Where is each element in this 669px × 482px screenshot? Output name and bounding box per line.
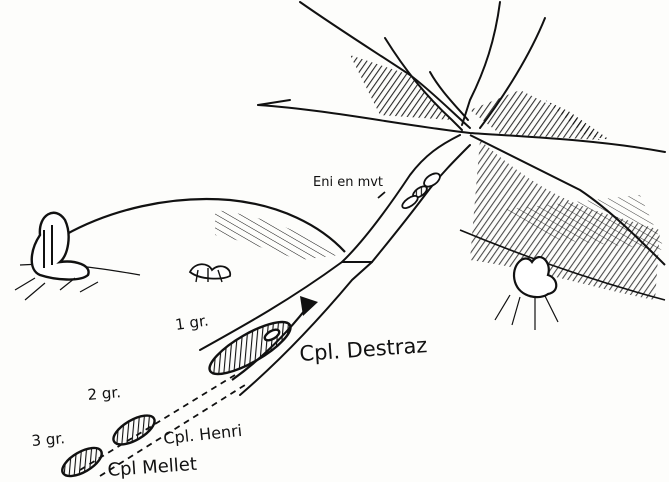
group-1-marker bbox=[203, 313, 297, 383]
label-cpl-destraz: Cpl. Destraz bbox=[299, 333, 428, 366]
label-cpl-mellet: Cpl Mellet bbox=[107, 454, 198, 481]
enemy-markers bbox=[378, 171, 442, 211]
bush-center bbox=[190, 264, 230, 282]
label-enemy: Eni en mvt bbox=[313, 175, 383, 190]
group-3-marker bbox=[58, 442, 106, 481]
label-group-3: 3 gr. bbox=[31, 429, 66, 450]
bush-right bbox=[495, 257, 558, 330]
label-group-2: 2 gr. bbox=[87, 383, 122, 404]
mountain-ridges bbox=[258, 2, 665, 152]
label-cpl-henri: Cpl. Henri bbox=[162, 421, 243, 448]
label-group-1: 1 gr. bbox=[174, 311, 210, 333]
right-hill bbox=[460, 135, 665, 300]
